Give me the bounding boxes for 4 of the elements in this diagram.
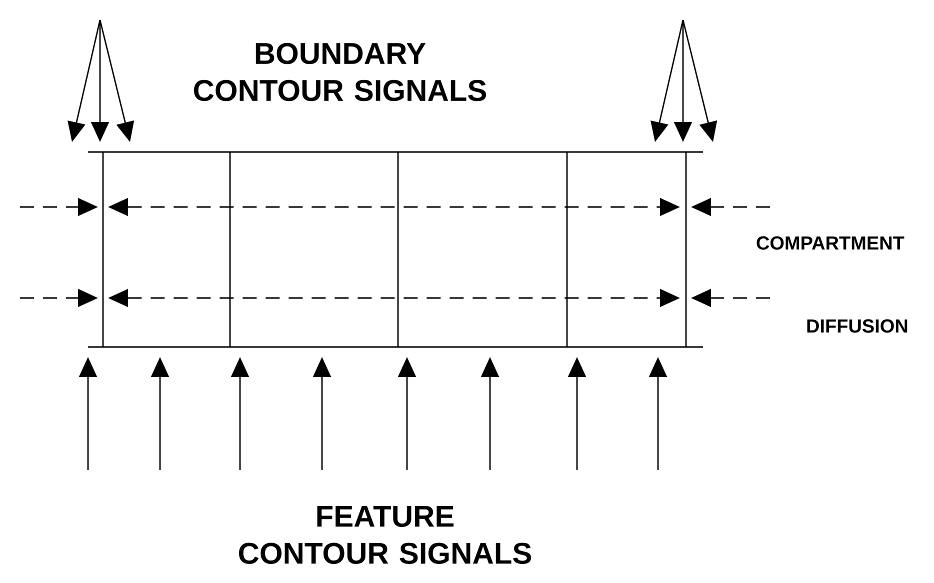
label-text: FEATURE CONTOUR SIGNALS — [239, 506, 532, 564]
label-text: COMPARTMENT — [756, 236, 904, 250]
label-text: BOUNDARY CONTOUR SIGNALS — [194, 42, 486, 102]
label-text: DIFFUSION — [807, 319, 908, 333]
